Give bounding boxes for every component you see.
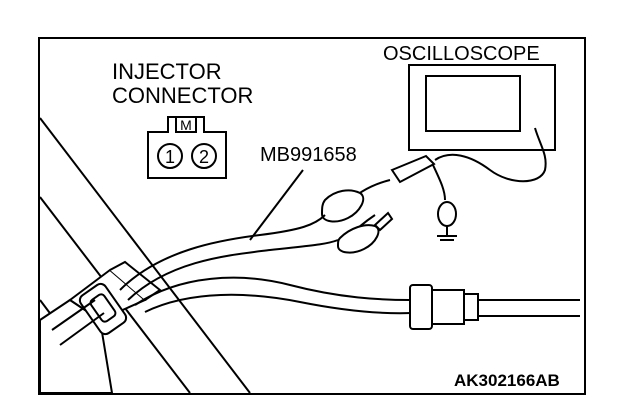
ground-clip-icon [437,201,457,241]
wiring-harness [119,214,413,315]
injector-connector-symbol [147,116,227,179]
injector-connector-label-line1: INJECTOR [112,59,222,84]
connector-key-label: M [180,117,192,133]
connector-pin-1 [157,143,183,169]
oscilloscope-screen [425,75,521,132]
probe-clips [320,154,436,254]
tool-number-label: MB991658 [260,144,357,166]
connector-key [175,116,197,133]
oscilloscope-label: OSCILLOSCOPE [383,43,540,65]
connector-pin-1-label: 1 [165,147,175,167]
tool-leader-line [249,169,304,241]
figure-id-label: AK302166AB [454,371,560,390]
injector-connector-label-line2: CONNECTOR [112,83,253,108]
injector-body [39,260,162,394]
vehicle-harness-connector [409,284,580,330]
connector-pin-2-label: 2 [199,147,209,167]
oscilloscope-device [408,64,556,151]
connector-pin-2 [191,143,217,169]
